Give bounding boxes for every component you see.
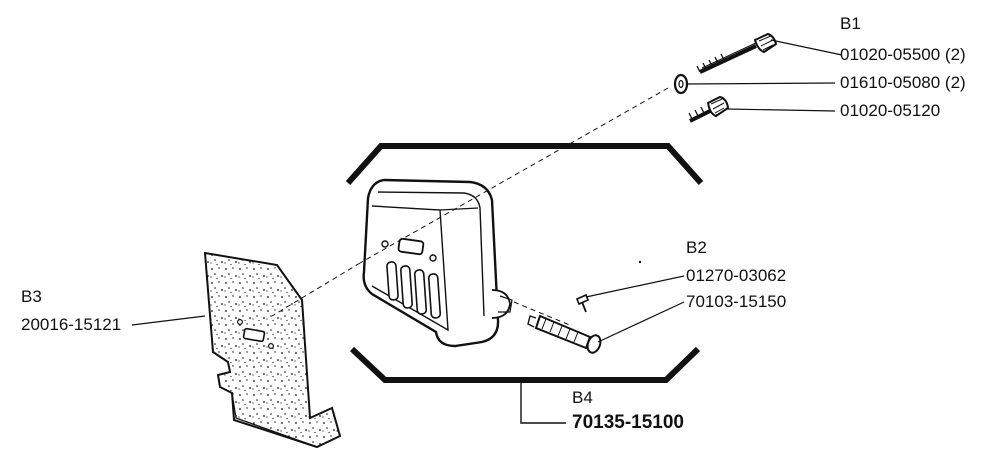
- washer: [673, 73, 689, 95]
- group-label-b4: B4: [572, 388, 593, 407]
- group-label-b2: B2: [686, 238, 707, 257]
- part-number: 01610-05080 (2): [840, 73, 966, 92]
- spark-arrester: [527, 314, 602, 354]
- short-bolt: [688, 95, 730, 123]
- leader-20016-15121: [131, 315, 206, 326]
- part-number: 20016-15121: [21, 315, 122, 334]
- leader-70103-15150: [597, 301, 685, 343]
- muffler-body: [362, 178, 513, 348]
- leader-01020-05500: [770, 39, 843, 56]
- group-label-b3: B3: [21, 287, 42, 306]
- assembly-axis-line: [513, 301, 573, 327]
- top-bracket-frame: [345, 143, 704, 185]
- leader-01610-05080: [685, 82, 836, 85]
- part-number: 01020-05120: [840, 101, 941, 120]
- part-number: 70135-15100: [572, 412, 684, 433]
- bottom-bracket-frame: [349, 346, 701, 383]
- leader-01020-05120: [725, 108, 836, 112]
- small-screw: [575, 293, 590, 313]
- part-number: 01020-05500 (2): [840, 45, 966, 64]
- group-label-b1: B1: [840, 14, 861, 33]
- part-number: 01270-03062: [686, 266, 787, 285]
- part-number: 70103-15150: [686, 292, 787, 311]
- assembly-axis-line: [359, 87, 669, 264]
- scan-speck: [638, 260, 642, 264]
- long-bolt: [696, 32, 778, 74]
- assembly-axis-line: [271, 262, 361, 317]
- leader-01270-03062: [585, 275, 685, 298]
- b4-leader-line: [520, 381, 566, 424]
- heat-shield-plate: [203, 251, 342, 449]
